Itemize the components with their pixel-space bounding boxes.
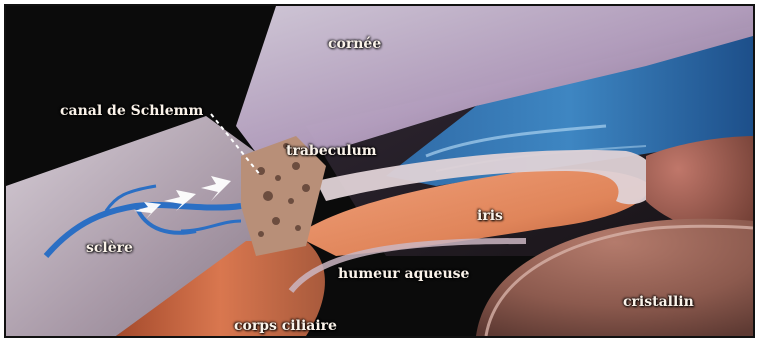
eye-anatomy-figure: cornée canal de Schlemm trabeculum iris …: [4, 4, 755, 338]
anterior-chamber-illustration: [6, 6, 753, 336]
label-cristallin: cristallin: [623, 294, 694, 310]
label-canal-de-schlemm: canal de Schlemm: [60, 103, 203, 119]
label-humeur-aqueuse: humeur aqueuse: [338, 266, 469, 282]
label-sclere: sclère: [86, 240, 133, 256]
label-trabeculum: trabeculum: [286, 143, 377, 159]
label-corps-ciliaire: corps ciliaire: [234, 318, 337, 334]
label-cornee: cornée: [328, 36, 381, 52]
label-iris: iris: [477, 208, 503, 224]
